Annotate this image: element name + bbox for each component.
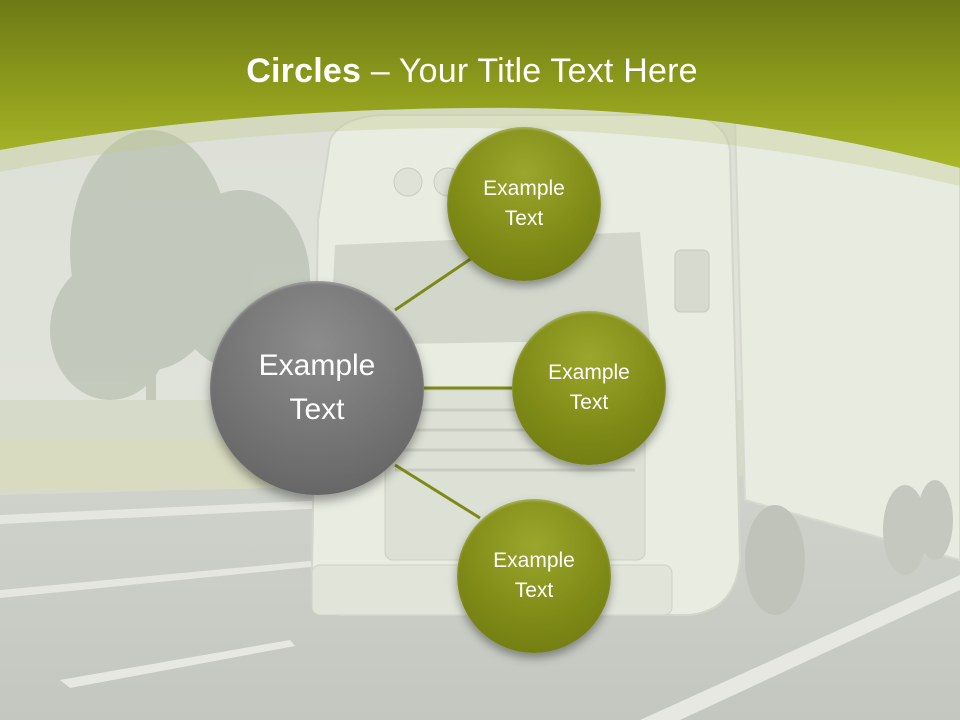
- satellite-circle-middle: Example Text: [512, 311, 666, 465]
- main-circle-line1: Example: [258, 349, 376, 382]
- connector-bottom: [394, 463, 481, 520]
- main-circle-line2: Text: [289, 393, 345, 426]
- satellite-top-line1: Example: [483, 177, 565, 200]
- main-circle: Example Text: [210, 281, 424, 495]
- title-rest: – Your Title Text Here: [361, 52, 698, 90]
- satellite-middle-line2: Text: [569, 391, 609, 414]
- satellite-bottom-line1: Example: [493, 549, 575, 572]
- satellite-bottom-line2: Text: [514, 579, 554, 602]
- satellite-top-line2: Text: [504, 207, 544, 230]
- satellite-middle-line1: Example: [548, 361, 630, 384]
- satellite-circle-top: Example Text: [447, 127, 601, 281]
- connector-top: [394, 256, 473, 312]
- title-bold: Circles: [246, 52, 362, 90]
- satellite-circle-bottom: Example Text: [457, 499, 611, 653]
- slide-title: Circles – Your Title Text Here: [0, 52, 944, 91]
